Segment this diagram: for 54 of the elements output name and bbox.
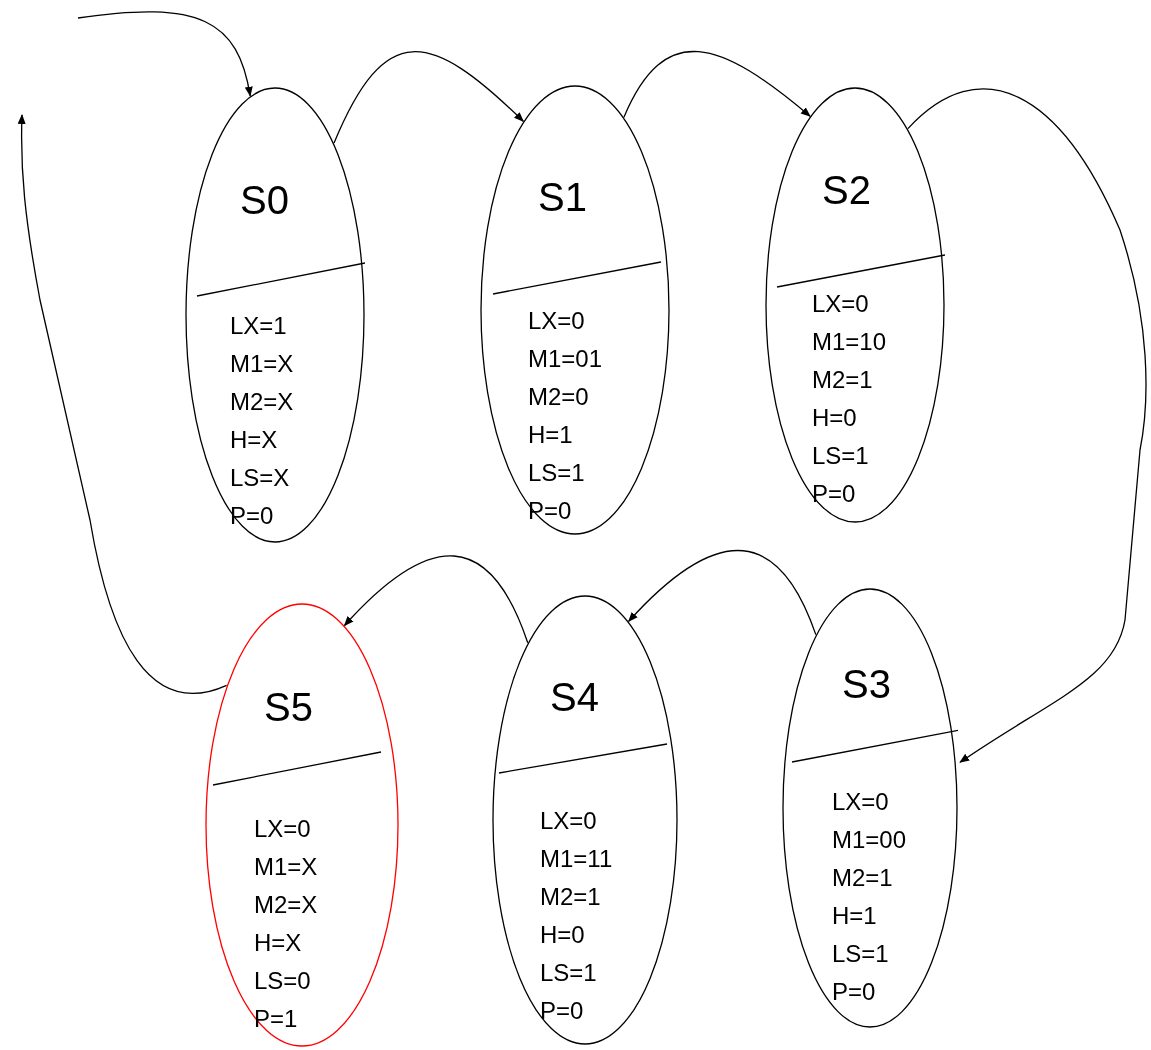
state-ellipse (765, 87, 945, 523)
output-assignment: LX=0 (812, 289, 870, 319)
output-assignment: LX=0 (540, 806, 598, 836)
output-assignment: LS=1 (528, 458, 586, 488)
state-name: S2 (822, 170, 871, 210)
output-assignment: LS=0 (254, 966, 312, 996)
output-assignment: LX=0 (254, 814, 312, 844)
output-assignment: M2=0 (528, 382, 590, 412)
state-name: S3 (842, 664, 891, 704)
output-assignment: M2=X (254, 890, 318, 920)
state-ellipse (185, 87, 365, 543)
state-ellipse (782, 588, 958, 1028)
output-assignment: H=0 (540, 920, 586, 950)
output-assignment: P=0 (230, 501, 275, 531)
state-name: S0 (240, 180, 289, 220)
state-ellipse (205, 603, 399, 1047)
output-assignment: P=0 (832, 977, 877, 1007)
output-assignment: M2=1 (540, 882, 602, 912)
state-ellipse (492, 595, 678, 1045)
transition-arrow (333, 51, 524, 144)
output-assignment: M2=1 (832, 863, 894, 893)
state-name: S1 (538, 177, 587, 217)
output-assignment: LS=1 (812, 441, 870, 471)
transition-arrow (17, 114, 228, 695)
output-assignment: P=1 (254, 1004, 299, 1034)
output-assignment: H=X (230, 425, 279, 455)
output-assignment: LX=1 (230, 311, 288, 341)
output-assignment: LS=1 (832, 939, 890, 969)
output-assignment: H=1 (528, 420, 574, 450)
transition-arrow (623, 51, 811, 118)
output-assignment: LX=0 (832, 787, 890, 817)
output-assignment: M1=11 (540, 844, 613, 874)
output-assignment: M2=1 (812, 365, 874, 395)
output-assignment: H=1 (832, 901, 878, 931)
output-assignment: M1=01 (528, 344, 603, 374)
state-ellipse (480, 85, 670, 535)
output-assignment: LS=1 (540, 958, 598, 988)
transition-arrow (343, 555, 529, 644)
output-assignment: M1=X (254, 852, 318, 882)
output-assignment: H=X (254, 928, 303, 958)
state-name: S4 (550, 677, 599, 717)
output-assignment: LS=X (230, 463, 291, 493)
output-assignment: P=0 (812, 479, 857, 509)
output-assignment: H=0 (812, 403, 858, 433)
output-assignment: M1=00 (832, 825, 907, 855)
transition-arrow (627, 550, 817, 636)
output-assignment: M1=10 (812, 327, 887, 357)
output-assignment: M1=X (230, 349, 294, 379)
transition-arrow (77, 11, 253, 97)
output-assignment: M2=X (230, 387, 294, 417)
output-assignment: P=0 (540, 996, 585, 1026)
output-assignment: LX=0 (528, 306, 586, 336)
state-name: S5 (264, 687, 313, 727)
transition-arrow (907, 88, 1147, 763)
